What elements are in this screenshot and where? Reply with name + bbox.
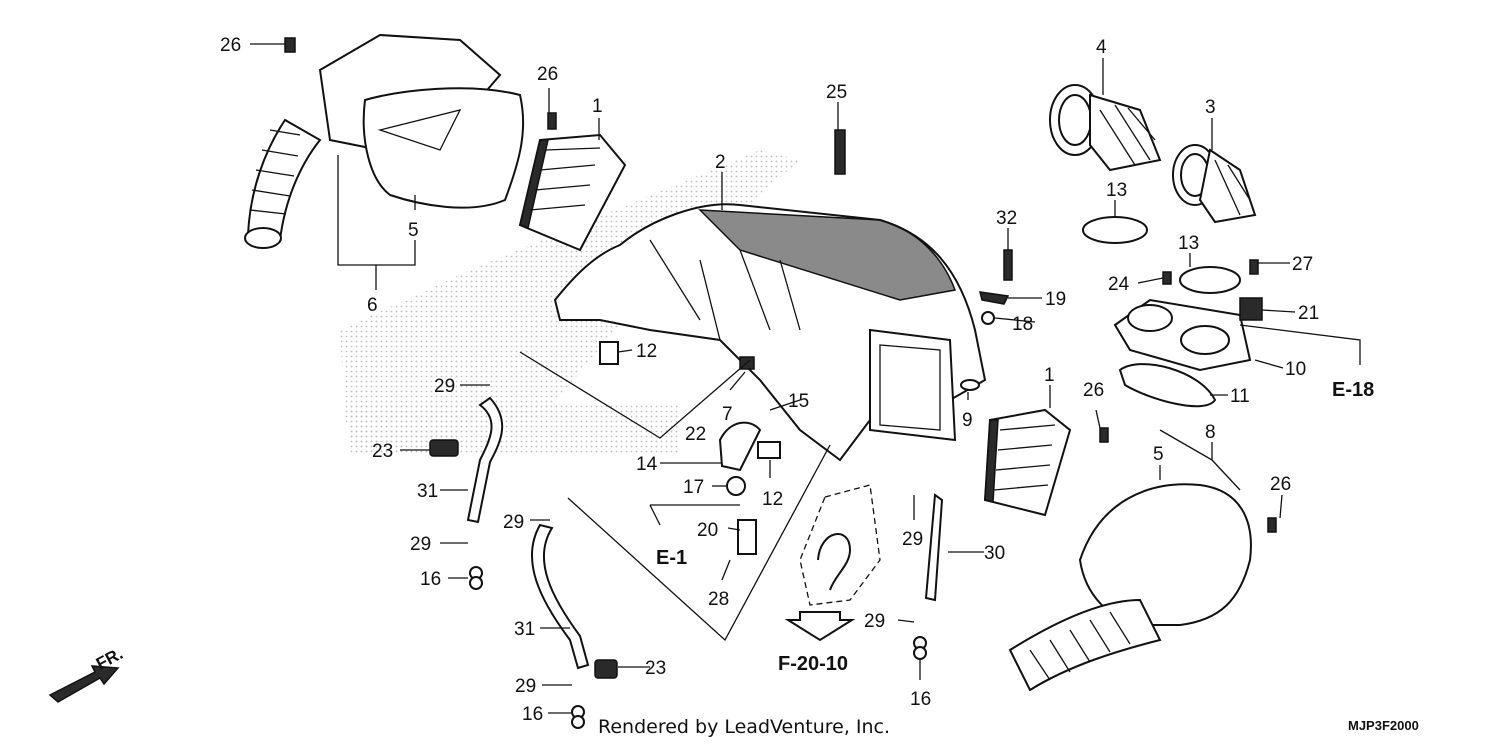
reference-e-1[interactable]: E-1 xyxy=(656,547,687,569)
callout-13[interactable]: 13 xyxy=(1106,180,1127,201)
callout-5[interactable]: 5 xyxy=(408,220,419,241)
front-direction-arrow: FR. xyxy=(48,644,126,703)
part-funnel-3 xyxy=(1172,144,1257,224)
callout-29[interactable]: 29 xyxy=(515,676,536,697)
callout-18[interactable]: 18 xyxy=(1012,314,1033,335)
part-small-fittings xyxy=(284,37,1277,729)
callout-24[interactable]: 24 xyxy=(1108,274,1130,295)
callout-29[interactable]: 29 xyxy=(434,376,455,397)
callout-16[interactable]: 16 xyxy=(910,689,931,710)
callout-16[interactable]: 16 xyxy=(420,569,441,590)
part-air-element-lower xyxy=(983,408,1072,517)
callout-16[interactable]: 16 xyxy=(522,704,543,725)
callout-1[interactable]: 1 xyxy=(1044,365,1055,386)
callout-26[interactable]: 26 xyxy=(220,35,241,56)
callout-17[interactable]: 17 xyxy=(683,477,704,498)
callout-14[interactable]: 14 xyxy=(636,454,658,475)
callout-31[interactable]: 31 xyxy=(514,619,535,640)
callout-23[interactable]: 23 xyxy=(372,441,393,462)
callout-25[interactable]: 25 xyxy=(826,82,847,103)
callout-22[interactable]: 22 xyxy=(685,424,706,445)
leader-lines xyxy=(250,43,1361,714)
callout-26[interactable]: 26 xyxy=(537,64,558,85)
callout-23[interactable]: 23 xyxy=(645,658,666,679)
callout-28[interactable]: 28 xyxy=(708,589,729,610)
callout-2[interactable]: 2 xyxy=(715,152,726,173)
callout-19[interactable]: 19 xyxy=(1045,289,1066,310)
part-left-air-duct xyxy=(244,33,525,249)
callout-labels: 26 26 1 25 2 4 3 13 32 13 27 24 19 18 21… xyxy=(220,35,1419,738)
part-seal-11 xyxy=(1118,363,1217,408)
callout-29[interactable]: 29 xyxy=(410,534,431,555)
reference-f-20-10[interactable]: F-20-10 xyxy=(778,653,848,675)
footer-credit: Rendered by LeadVenture, Inc. xyxy=(598,716,890,738)
callout-3[interactable]: 3 xyxy=(1205,97,1216,118)
callout-9[interactable]: 9 xyxy=(962,410,973,431)
callout-29[interactable]: 29 xyxy=(864,611,885,632)
callout-15[interactable]: 15 xyxy=(788,391,809,412)
callout-26[interactable]: 26 xyxy=(1083,380,1104,401)
callout-11[interactable]: 11 xyxy=(1230,386,1250,407)
callout-13[interactable]: 13 xyxy=(1178,233,1199,254)
callout-30[interactable]: 30 xyxy=(984,543,1005,564)
callout-32[interactable]: 32 xyxy=(996,208,1017,229)
callout-6[interactable]: 6 xyxy=(367,295,378,316)
part-connecting-tube-10 xyxy=(1113,298,1252,372)
part-funnel-4 xyxy=(1049,84,1162,172)
callout-10[interactable]: 10 xyxy=(1285,359,1306,380)
callout-20[interactable]: 20 xyxy=(697,520,718,541)
callout-27[interactable]: 27 xyxy=(1292,254,1313,275)
diagram-code: MJP3F2000 xyxy=(1348,718,1419,733)
callout-12[interactable]: 12 xyxy=(762,489,783,510)
part-bands-13 xyxy=(1082,216,1241,294)
part-air-element-upper xyxy=(518,133,627,252)
callout-31[interactable]: 31 xyxy=(417,481,438,502)
callout-5[interactable]: 5 xyxy=(1153,444,1164,465)
callout-7[interactable]: 7 xyxy=(722,404,733,425)
callout-26[interactable]: 26 xyxy=(1270,474,1291,495)
callout-1[interactable]: 1 xyxy=(592,96,603,117)
part-breather-hoses xyxy=(466,396,944,670)
part-air-cleaner-housing xyxy=(553,203,987,462)
callout-21[interactable]: 21 xyxy=(1298,303,1319,324)
callout-8[interactable]: 8 xyxy=(1205,422,1216,443)
reference-e-18[interactable]: E-18 xyxy=(1332,379,1374,401)
callout-29[interactable]: 29 xyxy=(902,529,923,550)
detail-box-f-20-10 xyxy=(784,484,881,642)
part-sensor-21 xyxy=(1239,297,1263,321)
callout-4[interactable]: 4 xyxy=(1096,37,1107,58)
part-right-air-duct xyxy=(1008,483,1252,692)
callout-12[interactable]: 12 xyxy=(636,341,657,362)
callout-29[interactable]: 29 xyxy=(503,512,524,533)
